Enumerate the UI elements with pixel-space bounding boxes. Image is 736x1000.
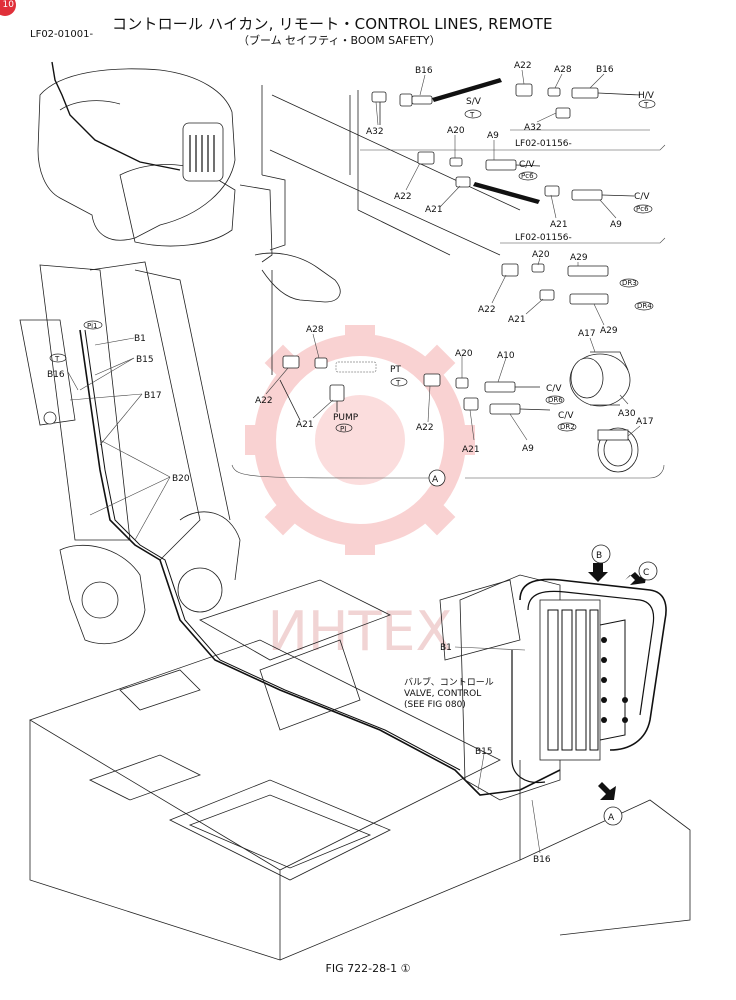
callout-pc6-b: Pc6 [636,205,649,213]
callout-b16-a: B16 [47,370,65,380]
operator-cab-console [37,61,236,247]
valve-label-jp: バルブ、コントロール [404,676,494,688]
callout-a17-b: A17 [636,417,654,427]
upper-frame [239,85,521,421]
fittings-bottom-group [231,355,665,479]
callout-a9-b: A9 [610,220,622,230]
callout-a22-e: A22 [416,423,434,433]
callout-pi1: Pi1 [87,322,97,330]
callout-a30: A30 [618,409,636,419]
view-arrows [588,563,648,800]
callout-t-a: T [469,111,475,119]
callout-pi-a: PI [340,425,346,433]
callout-sv: S/V [466,97,482,107]
fittings-top-group [360,78,666,151]
callout-pc6-a: Pc6 [521,172,534,180]
part-callouts: B16 A22 A28 B16 A32 A32 S/V T H/V T LF02… [47,61,658,865]
page-number-badge: 10 [0,0,16,16]
callout-a32-a: A32 [366,127,384,137]
callout-dr4: DR4 [637,302,652,310]
callout-a9-c: A9 [522,444,534,454]
callout-a22-top: A22 [514,61,532,71]
callout-b1-b: B1 [440,643,452,653]
callout-a21-a: A21 [425,205,443,215]
callout-a32-b: A32 [524,123,542,133]
view-marker-a-valve: A [608,813,615,823]
callout-a10: A10 [497,351,515,361]
view-marker-a-detail: A [432,475,439,485]
callout-b15-a: B15 [136,355,154,365]
callout-dr3: DR3 [622,279,637,287]
callout-b16-b: B16 [533,855,551,865]
callout-b1-a: B1 [134,334,146,344]
callout-hv: H/V [638,91,655,101]
callout-a21-b: A21 [550,220,568,230]
watermark-text: ИНТЕХ [267,600,452,663]
fittings-second-group [417,151,666,244]
callout-cv-b: C/V [634,192,650,202]
callout-a9-a: A9 [487,131,499,141]
control-valve-assembly [459,574,667,801]
valve-label-ref: (SEE FIG 080) [404,700,466,710]
clamp-a17 [597,427,639,473]
callout-cv-a: C/V [519,160,535,170]
callout-a21-c: A21 [508,315,526,325]
fittings-third-group [501,263,639,473]
callout-a17-a: A17 [578,329,596,339]
callout-t-d: T [54,355,60,363]
callout-pt: PT [390,365,401,375]
callout-b17: B17 [144,391,162,401]
callout-t-b: T [643,101,649,109]
callout-a20-c: A20 [455,349,473,359]
callout-b16-top: B16 [415,66,433,76]
callout-dr6: DR6 [548,396,563,404]
sleeve-a30 [569,351,631,407]
callout-a21-d: A21 [296,420,314,430]
callout-a20-b: A20 [532,250,550,260]
callout-pump: PUMP [333,413,359,423]
serial-range-b: LF02-01156- [515,233,572,243]
callout-a28-b: A28 [306,325,324,335]
callout-a28-top: A28 [554,65,572,75]
diagram-subtitle: （ブーム セイフティ・BOOM SAFETY） [238,34,441,47]
callout-a22-b: A22 [394,192,412,202]
callout-dr2: DR2 [560,423,575,431]
callout-t-c: T [395,379,401,387]
boom-structure [19,261,561,796]
callout-a29-b: A29 [600,326,618,336]
callout-cv-c: C/V [546,384,562,394]
diagram-title: コントロール ハイカン, リモート・CONTROL LINES, REMOTE [112,15,553,33]
callout-a29-a: A29 [570,253,588,263]
serial-range-a: LF02-01156- [515,139,572,149]
serial-number-range: LF02-01001- [30,29,94,40]
callout-b15-b: B15 [475,747,493,757]
figure-number: FIG 722-28-1 ① [325,962,411,975]
callout-a22-d: A22 [255,396,273,406]
callout-b20: B20 [172,474,190,484]
leader-lines [67,69,641,854]
callout-a22-c: A22 [478,305,496,315]
upper-structure-frame [29,579,691,961]
valve-label-en: VALVE, CONTROL [404,689,481,699]
view-marker-b: B [596,551,602,561]
watermark-gear-logo [245,325,475,555]
callout-cv-d: C/V [558,411,574,421]
callout-b16-top-right: B16 [596,65,614,75]
callout-a20-a: A20 [447,126,465,136]
view-marker-c: C [643,568,649,578]
callout-a21-e: A21 [462,445,480,455]
